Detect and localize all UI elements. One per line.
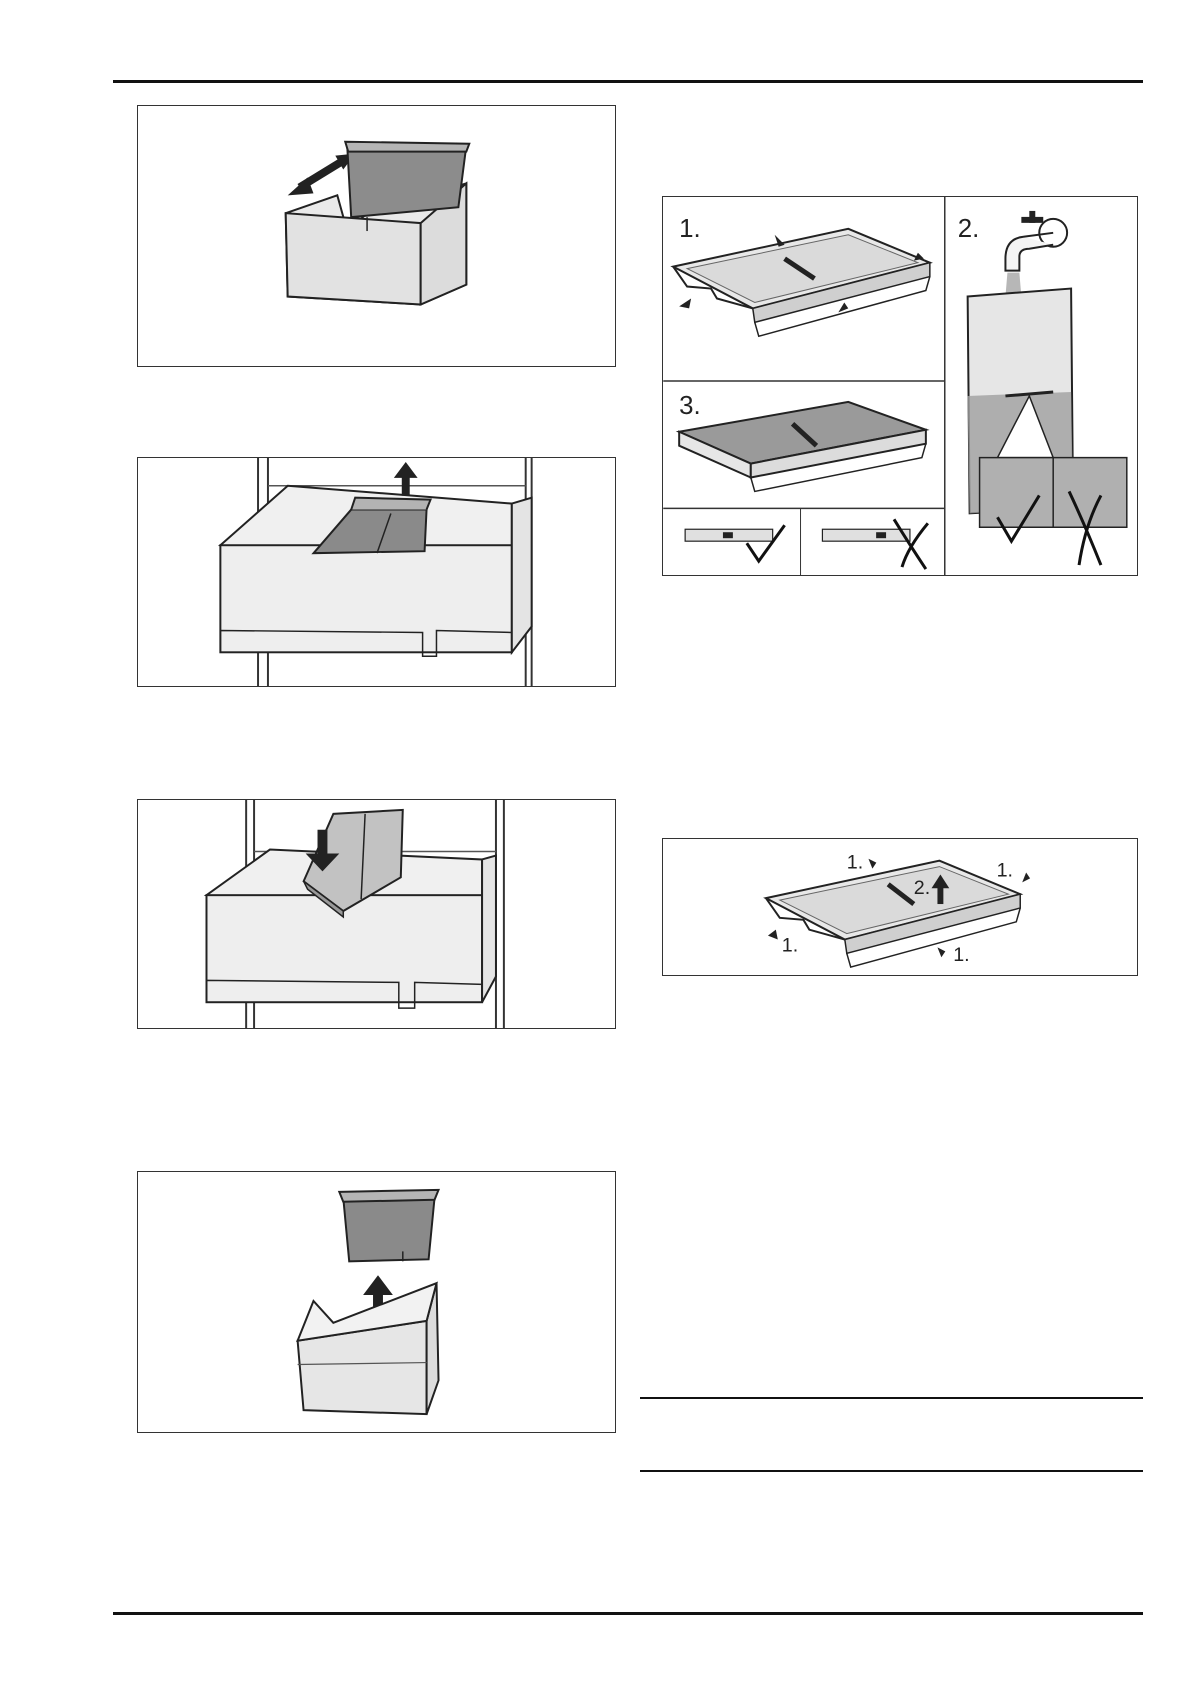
removal-label-top-left: 1.: [847, 852, 863, 874]
press-arrow-icon: [679, 298, 691, 308]
filter-panel: [968, 289, 1127, 528]
section-rule-bottom: [640, 1470, 1143, 1472]
figure-ice-tray-steps: 1. 2. 3.: [662, 196, 1138, 576]
ice-tray-removal-illustration: 1. 1. 2. 1. 1.: [663, 839, 1137, 975]
press-arrow-icon: [838, 302, 848, 312]
figure-bin-lift-insert: [137, 1171, 616, 1433]
ice-tray-with-filter: [766, 861, 1020, 967]
pull-arrow-icon: [768, 930, 778, 940]
pull-arrow-icon: [868, 859, 876, 869]
figure-bin-slide-insert: [137, 105, 616, 367]
figure-drawer-lift-insert: [137, 457, 616, 687]
drawer-lift-illustration: [138, 458, 615, 686]
double-arrow-icon: [288, 154, 355, 196]
figure-ice-tray-removal: 1. 1. 2. 1. 1.: [662, 838, 1138, 976]
pull-arrow-icon: [937, 947, 945, 957]
bin-lift-illustration: [138, 1172, 615, 1432]
pull-arrow-icon: [1022, 873, 1030, 883]
ice-tray-filter-inserted: [679, 402, 926, 492]
removal-label-top-right: 1.: [997, 859, 1013, 881]
cross-icon: [894, 519, 928, 569]
footer-rule: [113, 1612, 1143, 1615]
drawer-place-illustration: [138, 800, 615, 1028]
step-1-label: 1.: [679, 215, 701, 243]
bin-slide-illustration: [138, 106, 615, 366]
removal-label-center: 2.: [914, 877, 930, 899]
figure-drawer-place-insert: [137, 799, 616, 1029]
ice-tray-with-filter: [673, 229, 930, 336]
ice-tray-steps-illustration: 1. 2. 3.: [663, 197, 1137, 575]
step-2-label: 2.: [958, 215, 980, 243]
faucet-icon: [1005, 211, 1067, 297]
removal-label-bottom-left: 1.: [782, 934, 798, 956]
step-3-label: 3.: [679, 392, 701, 420]
arrow-up-icon: [394, 462, 418, 496]
header-rule: [113, 80, 1143, 83]
section-rule-top: [640, 1397, 1143, 1399]
removal-label-bottom-right: 1.: [953, 944, 969, 966]
